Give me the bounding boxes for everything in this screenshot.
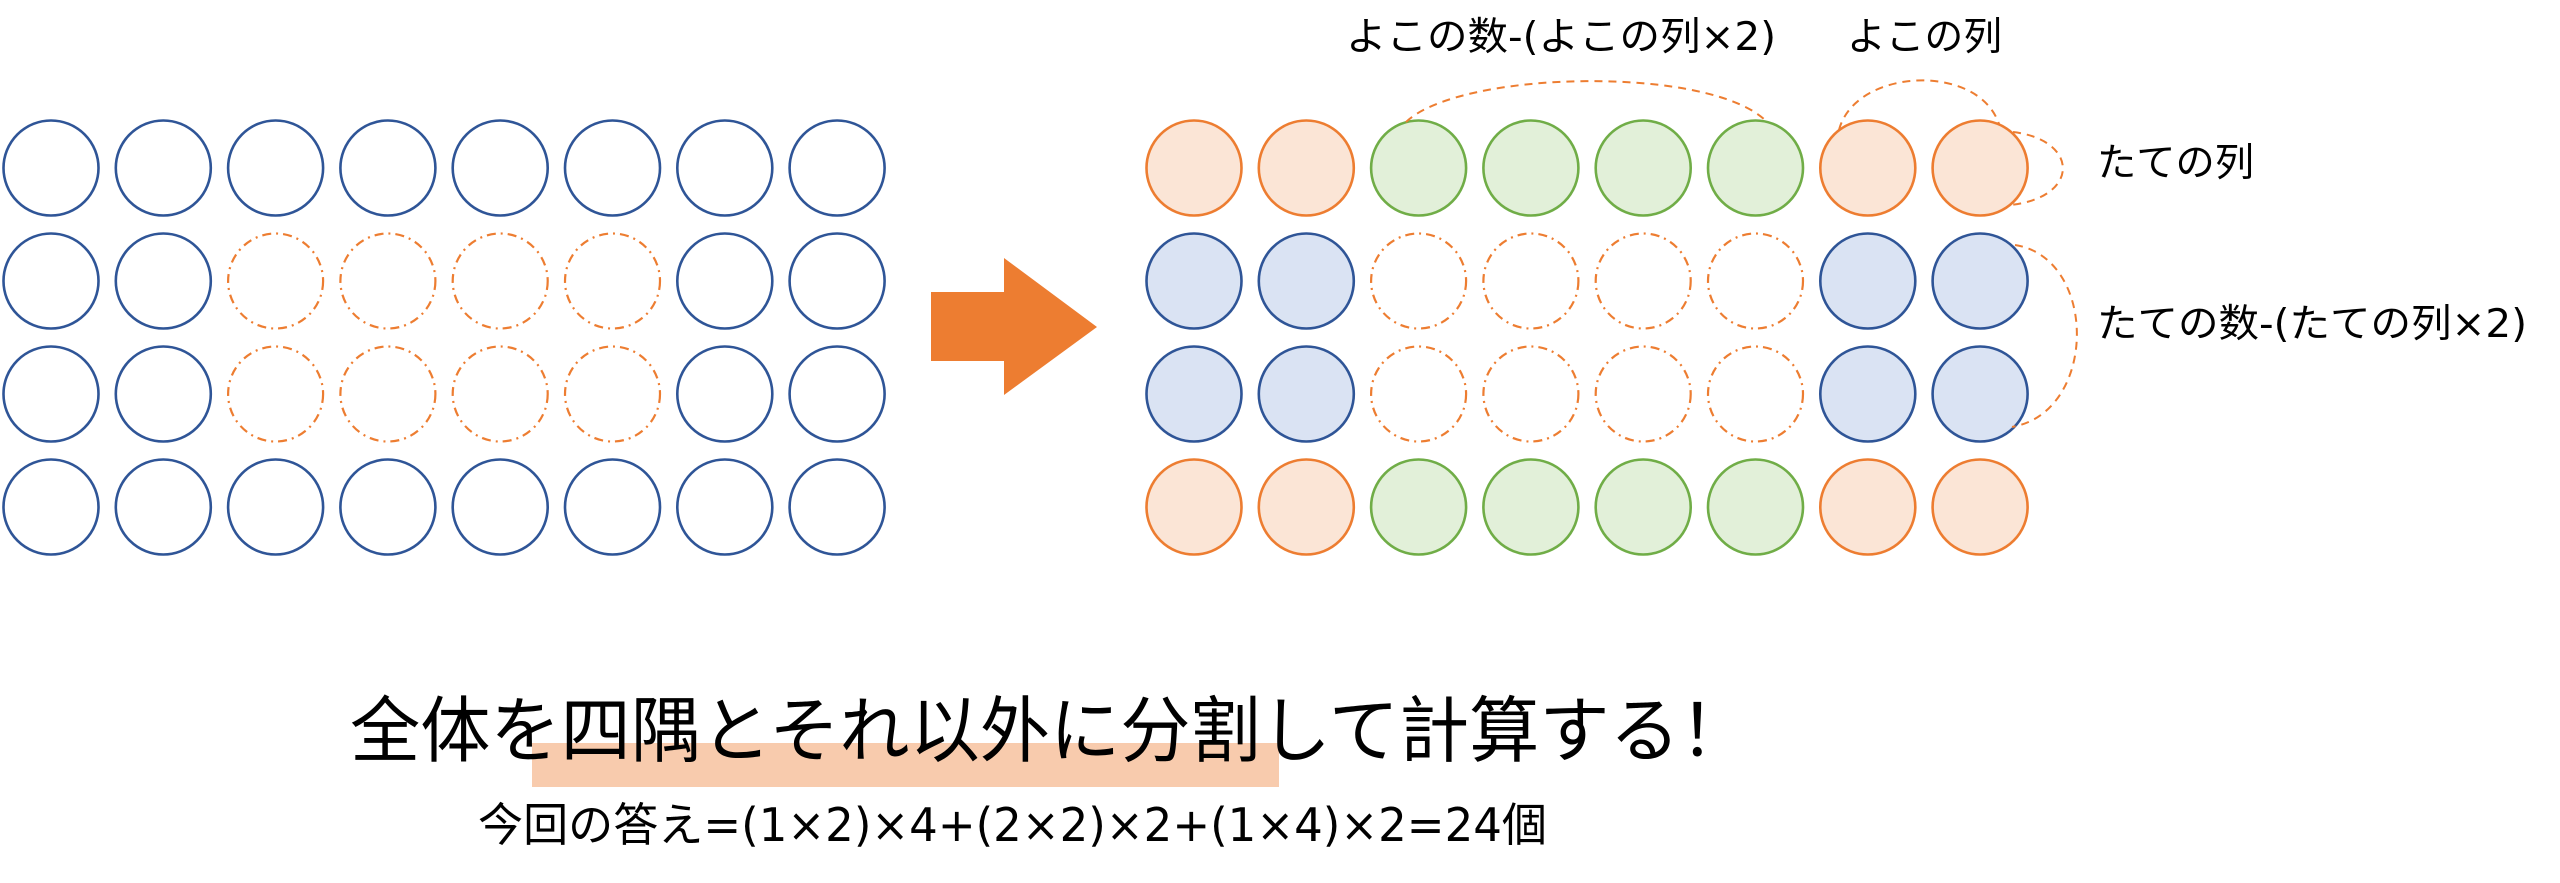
left-grid-inner-circle — [227, 345, 325, 443]
left-grid-outer-circle — [788, 345, 886, 443]
right-arrow-icon — [931, 258, 1097, 395]
right-grid-edge-v-circle — [1931, 232, 2029, 330]
right-grid-corner-circle — [1257, 458, 1356, 556]
left-grid-outer-circle — [675, 232, 774, 330]
right-grid-inner-circle — [1706, 232, 1805, 330]
left-grid-outer-circle — [675, 119, 774, 217]
left-grid-outer-circle — [114, 232, 213, 330]
right-grid-inner-circle — [1482, 345, 1580, 443]
right-grid-edge-h-circle — [1706, 458, 1805, 556]
right-grid-corner-circle — [1257, 119, 1356, 217]
right-grid-inner-circle — [1594, 232, 1692, 330]
right-grid-corner-circle — [1819, 119, 1917, 217]
right-grid-inner-circle — [1369, 232, 1468, 330]
right-grid-edge-h-circle — [1706, 119, 1805, 217]
left-grid-outer-circle — [563, 458, 662, 556]
heading: 全体を四隅とそれ以外に分割して計算する！ — [350, 689, 1750, 773]
right-grid-edge-v-circle — [1931, 345, 2029, 443]
label-tate-col: たての列 — [2097, 141, 2254, 186]
right-grid-corner-circle — [1931, 458, 2029, 556]
left-grid-outer-circle — [226, 458, 325, 556]
right-grid-edge-v-circle — [1257, 232, 1356, 330]
bracket-tate-col — [2009, 131, 2064, 206]
left-grid-inner-circle — [451, 345, 549, 443]
left-grid-outer-circle — [2, 345, 100, 443]
right-grid-edge-h-circle — [1369, 119, 1468, 217]
left-grid-outer-circle — [114, 119, 213, 217]
left-grid-outer-circle — [788, 458, 886, 556]
left-grid — [2, 119, 886, 556]
label-yoko-inner: よこの数-(よこの列×2) — [1346, 15, 1776, 60]
right-grid-inner-circle — [1594, 345, 1692, 443]
right-grid-edge-v-circle — [1257, 345, 1356, 443]
right-grid-edge-v-circle — [1819, 345, 1917, 443]
heading-highlight — [532, 743, 1279, 787]
bracket-tate-inner — [2011, 244, 2078, 428]
left-grid-outer-circle — [2, 232, 100, 330]
answer-formula: 今回の答え=(1×2)×4+(2×2)×2+(1×4)×2=24個 — [478, 798, 1547, 852]
right-grid-edge-h-circle — [1482, 458, 1580, 556]
right-grid-edge-v-circle — [1819, 232, 1917, 330]
right-grid-inner-circle — [1369, 345, 1468, 443]
left-grid-outer-circle — [451, 458, 550, 556]
left-grid-outer-circle — [2, 458, 100, 556]
right-grid — [1145, 119, 2029, 556]
right-grid-corner-circle — [1145, 458, 1243, 556]
left-grid-outer-circle — [226, 119, 325, 217]
label-tate-inner: たての数-(たての列×2) — [2097, 302, 2527, 347]
left-grid-inner-circle — [563, 232, 662, 330]
left-grid-outer-circle — [788, 232, 886, 330]
right-grid-edge-h-circle — [1482, 119, 1580, 217]
left-grid-inner-circle — [563, 345, 662, 443]
left-grid-outer-circle — [2, 119, 100, 217]
left-grid-outer-circle — [339, 119, 437, 217]
left-grid-outer-circle — [114, 458, 213, 556]
left-grid-inner-circle — [451, 232, 549, 330]
right-grid-edge-v-circle — [1145, 345, 1243, 443]
right-grid-edge-h-circle — [1369, 458, 1468, 556]
left-grid-outer-circle — [788, 119, 886, 217]
left-grid-outer-circle — [451, 119, 550, 217]
left-grid-outer-circle — [563, 119, 662, 217]
label-yoko-col: よこの列 — [1847, 15, 2002, 60]
right-grid-corner-circle — [1819, 458, 1917, 556]
right-grid-corner-circle — [1145, 119, 1243, 217]
left-grid-outer-circle — [339, 458, 437, 556]
left-grid-outer-circle — [675, 345, 774, 443]
bracket-yoko-col — [1838, 79, 2000, 131]
right-grid-inner-circle — [1482, 232, 1580, 330]
right-grid-corner-circle — [1931, 119, 2029, 217]
left-grid-inner-circle — [339, 232, 437, 330]
left-grid-outer-circle — [675, 458, 774, 556]
right-grid-edge-h-circle — [1594, 119, 1692, 217]
right-grid-edge-v-circle — [1145, 232, 1243, 330]
left-grid-inner-circle — [339, 345, 437, 443]
bracket-yoko-inner — [1405, 80, 1768, 123]
left-grid-outer-circle — [114, 345, 213, 443]
right-grid-edge-h-circle — [1594, 458, 1692, 556]
right-grid-inner-circle — [1706, 345, 1805, 443]
left-grid-inner-circle — [227, 232, 325, 330]
